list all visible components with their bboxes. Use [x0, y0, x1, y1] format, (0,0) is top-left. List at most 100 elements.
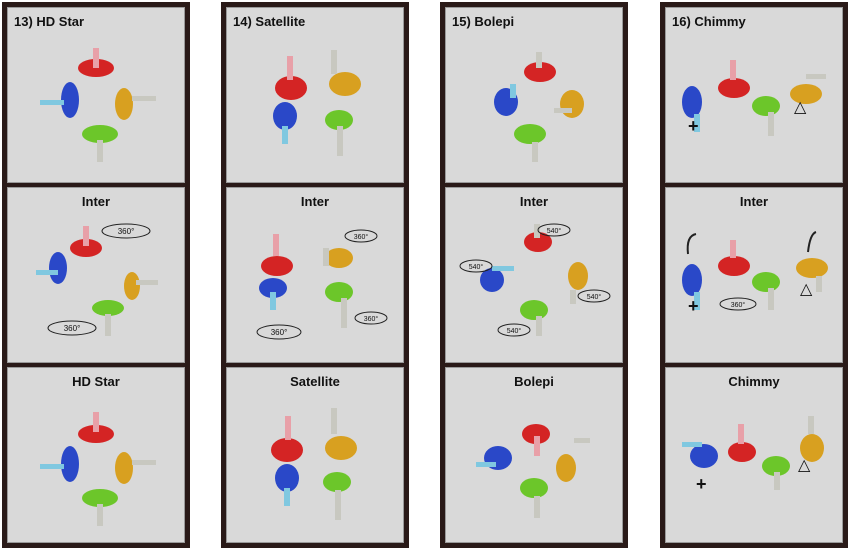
skydiver-gold: [115, 452, 156, 484]
skydiver-blue: [480, 266, 514, 292]
skydiver-green: [520, 300, 548, 336]
formation-figure: 540° 540° 540° 540°: [459, 223, 611, 337]
panel-end: Satellite: [226, 367, 404, 543]
skydiver-red: [522, 424, 550, 456]
rotation-arrow-icon: [577, 289, 611, 303]
rotation-arrow-icon: [47, 320, 97, 336]
formation-figure: [494, 52, 584, 162]
panel-title: 13) HD Star: [14, 14, 85, 29]
skydiver-green: [514, 124, 546, 162]
panel-title: Satellite: [290, 374, 340, 389]
formation-figure: [271, 408, 357, 520]
skydiver-gold: [790, 74, 826, 104]
skydiver-red: [728, 424, 756, 462]
skydiver-green: [752, 272, 780, 310]
panel-start: 14) Satellite: [226, 7, 404, 183]
skydiver-blue: [494, 84, 518, 116]
panel-inter: Inter 360° 360° 360°: [226, 187, 404, 363]
panel-title: Inter: [300, 194, 330, 209]
skydiver-gold: [568, 262, 588, 304]
panel-title: Chimmy: [728, 374, 780, 389]
rotation-label: 360°: [64, 324, 81, 333]
skydiver-blue: [36, 252, 67, 284]
skydiver-blue: [682, 264, 702, 310]
skydiver-gold: [115, 88, 156, 120]
panel-end: Chimmy + △: [665, 367, 843, 543]
rotation-arrow-icon: [354, 311, 388, 325]
rotation-arrow-icon: [719, 297, 757, 311]
panel-title: Inter: [739, 194, 769, 209]
formation-figure: + △: [682, 60, 826, 136]
skydiver-green: [520, 478, 548, 518]
rotation-label: 360°: [271, 328, 288, 337]
skydiver-gold: [323, 248, 353, 268]
panel-start: 16) Chimmy + △: [665, 7, 843, 183]
skydiver-gold: [556, 438, 590, 482]
formation-figure: [40, 412, 156, 526]
rotation-label: 540°: [469, 263, 484, 271]
rotation-label: 360°: [364, 315, 379, 323]
marker-plus: +: [696, 474, 707, 494]
skydiver-gold: [329, 50, 361, 96]
skydiver-red: [524, 224, 552, 252]
skydiver-red: [261, 234, 293, 276]
rotation-label: 360°: [354, 233, 369, 241]
skydiver-green: [92, 300, 124, 336]
skydiver-blue: [476, 446, 512, 470]
skydiver-green: [82, 489, 118, 526]
panel-title: 15) Bolepi: [452, 14, 515, 29]
panel-end: HD Star: [7, 367, 185, 543]
skydiver-green: [82, 125, 118, 162]
panel-inter: Inter 540° 540° 540° 540°: [445, 187, 623, 363]
formation-figure: 360° + △: [682, 231, 828, 316]
skydiver-blue: [40, 446, 79, 482]
skydiver-gold: [124, 272, 158, 300]
skydiver-blue: [275, 464, 299, 506]
rotation-arrow-icon: [459, 259, 493, 273]
panel-inter: Inter 360° + △: [665, 187, 843, 363]
column-chimmy: 16) Chimmy + △ Inter 360° + △ Chimmy: [660, 2, 848, 548]
panel-title: Inter: [519, 194, 549, 209]
column-satellite: 14) Satellite Inter 360° 360° 360° Satel…: [221, 2, 409, 548]
skydiver-red: [78, 412, 114, 443]
rotation-arrow-icon: [256, 324, 302, 340]
rotation-arrow-icon: [537, 223, 571, 237]
panel-title: Bolepi: [514, 374, 554, 389]
formation-figure: 360° 360° 360°: [256, 229, 388, 340]
column-bolepi: 15) Bolepi Inter 540° 540° 540° 540° Bol…: [440, 2, 628, 548]
skydiver-green: [752, 96, 780, 136]
rotation-label: 360°: [118, 227, 135, 236]
rotation-label: 540°: [507, 327, 522, 335]
skydiver-blue: [273, 102, 297, 144]
skydiver-gold: [325, 408, 357, 460]
marker-triangle: △: [794, 99, 807, 116]
panel-start: 15) Bolepi: [445, 7, 623, 183]
skydiver-green: [762, 456, 790, 490]
skydiver-blue: [40, 82, 79, 118]
marker-plus: +: [688, 116, 699, 136]
formation-figure: [40, 48, 156, 162]
column-hd-star: 13) HD Star Inter 360° 360° HD Star: [2, 2, 190, 548]
skydiver-gold: [554, 90, 584, 118]
panel-end: Bolepi: [445, 367, 623, 543]
skydiver-red: [78, 48, 114, 77]
skydiver-blue: [682, 442, 718, 468]
skydiver-blue: [682, 86, 702, 132]
skydiver-red: [70, 226, 102, 257]
skydiver-red: [524, 52, 556, 82]
formation-figure: [273, 50, 361, 156]
formation-figure: [476, 424, 590, 518]
skydiver-green: [325, 282, 353, 328]
skydiver-red: [271, 416, 303, 462]
panel-inter: Inter 360° 360°: [7, 187, 185, 363]
panel-title: 14) Satellite: [233, 14, 306, 29]
skydiver-blue: [259, 278, 287, 310]
rotation-label: 540°: [587, 293, 602, 301]
curved-arrow-icon: [686, 231, 817, 255]
formation-figure: 360° 360°: [36, 223, 158, 336]
panel-start: 13) HD Star: [7, 7, 185, 183]
rotation-label: 540°: [547, 227, 562, 235]
skydiver-red: [718, 60, 750, 98]
skydiver-red: [275, 56, 307, 100]
formation-figure: + △: [682, 416, 824, 494]
